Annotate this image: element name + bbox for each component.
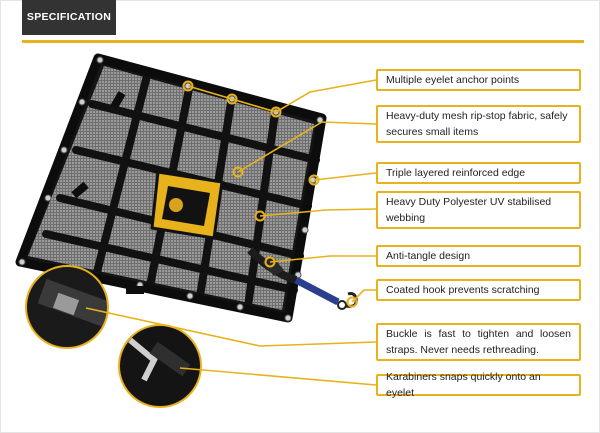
- callout-leaders: [85, 79, 377, 386]
- callout-polyester-webbing: Heavy Duty Polyester UV stabilised webbi…: [376, 191, 581, 229]
- section-divider: [22, 40, 584, 43]
- callout-reinforced-edge: Triple layered reinforced edge: [376, 162, 581, 184]
- callout-mesh-rip-stop-fabric: Heavy-duty mesh rip-stop fabric, safely …: [376, 105, 581, 143]
- section-tab-specification: SPECIFICATION: [22, 0, 116, 35]
- callout-eyelet-anchor-points: Multiple eyelet anchor points: [376, 69, 581, 91]
- buckle-closeup: [26, 266, 108, 348]
- callout-coated-hook: Coated hook prevents scratching: [376, 279, 581, 301]
- callout-karabiners: Karabiners snaps quickly onto an eyelet: [376, 371, 581, 399]
- callout-buckle: Buckle is fast to tighten and loosen str…: [376, 323, 581, 361]
- callout-markers: [182, 80, 358, 308]
- callout-anti-tangle: Anti-tangle design: [376, 245, 581, 267]
- brand-label-tag: [150, 170, 224, 240]
